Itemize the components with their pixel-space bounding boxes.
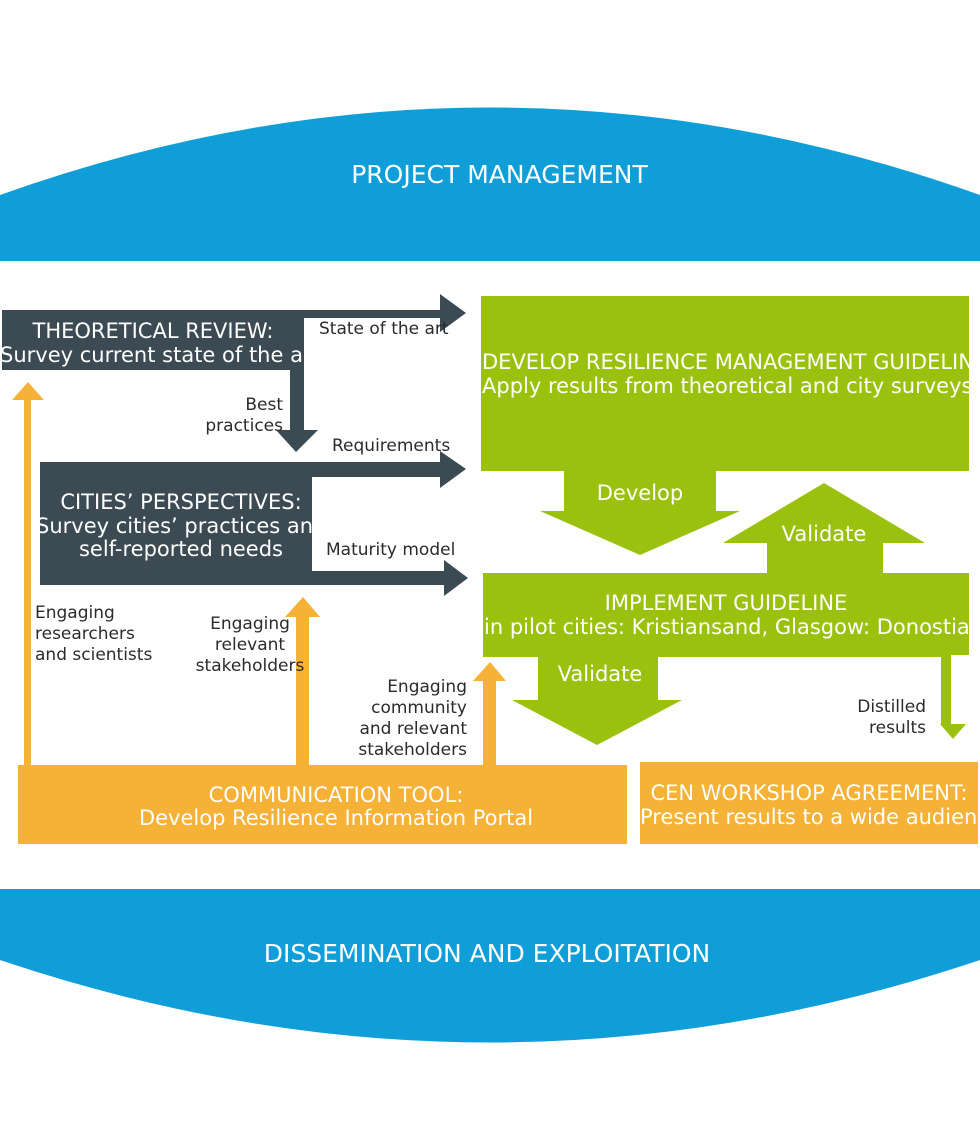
- dissemination-band: [0, 889, 980, 1043]
- best-practices-line1: Best: [245, 395, 283, 415]
- communication-box: [12, 382, 627, 844]
- implement-box: [483, 483, 969, 745]
- engaging-researchers-line3: and scientists: [35, 645, 153, 665]
- project-management-title: PROJECT MANAGEMENT: [351, 160, 648, 189]
- distilled-results-line1: Distilled: [857, 697, 926, 717]
- theoretical-title: THEORETICAL REVIEW:: [32, 319, 274, 343]
- implement-subtitle: in pilot cities: Kristiansand, Glasgow: …: [484, 615, 970, 639]
- engaging-relevant-line3: stakeholders: [195, 656, 305, 676]
- distilled-results-line2: results: [869, 718, 926, 738]
- engaging-researchers-line1: Engaging: [35, 603, 115, 623]
- cities-box: [40, 462, 468, 596]
- develop-arrow-label: Develop: [596, 481, 684, 505]
- validate-down-label: Validate: [557, 662, 643, 686]
- develop-box: [481, 296, 969, 555]
- state-of-art-label: State of the art: [319, 319, 449, 339]
- theoretical-subtitle: Survey current state of the art: [0, 343, 320, 367]
- implement-title: IMPLEMENT GUIDELINE: [604, 591, 848, 615]
- communication-title: COMMUNICATION TOOL:: [208, 783, 464, 807]
- engaging-relevant-line1: Engaging: [210, 614, 290, 634]
- theoretical-box: [2, 294, 466, 452]
- cen-subtitle: Present results to a wide audience: [640, 805, 980, 829]
- dissemination-title: DISSEMINATION AND EXPLOITATION: [263, 939, 711, 968]
- engaging-community-line4: stakeholders: [358, 740, 467, 760]
- engaging-community-line1: Engaging: [387, 677, 467, 697]
- project-management-band: [0, 107, 980, 261]
- engaging-community-line2: community: [371, 698, 467, 718]
- cen-title: CEN WORKSHOP AGREEMENT:: [650, 781, 968, 805]
- communication-subtitle: Develop Resilience Information Portal: [138, 806, 534, 830]
- best-practices-line2: practices: [205, 416, 283, 436]
- cities-title: CITIES’ PERSPECTIVES:: [60, 490, 302, 514]
- validate-up-label: Validate: [781, 522, 867, 546]
- requirements-label: Requirements: [332, 436, 451, 456]
- cities-line2: self-reported needs: [78, 537, 283, 561]
- engaging-relevant-line2: relevant: [214, 635, 286, 655]
- cen-box: [640, 762, 978, 844]
- engaging-researchers-line2: researchers: [35, 624, 135, 644]
- develop-title: DEVELOP RESILIENCE MANAGEMENT GUIDELINE:: [482, 350, 980, 374]
- develop-subtitle: Apply results from theoretical and city …: [482, 374, 973, 398]
- maturity-model-label: Maturity model: [326, 540, 456, 560]
- cities-line1: Survey cities’ practices and: [36, 514, 327, 538]
- engaging-community-line3: and relevant: [359, 719, 467, 739]
